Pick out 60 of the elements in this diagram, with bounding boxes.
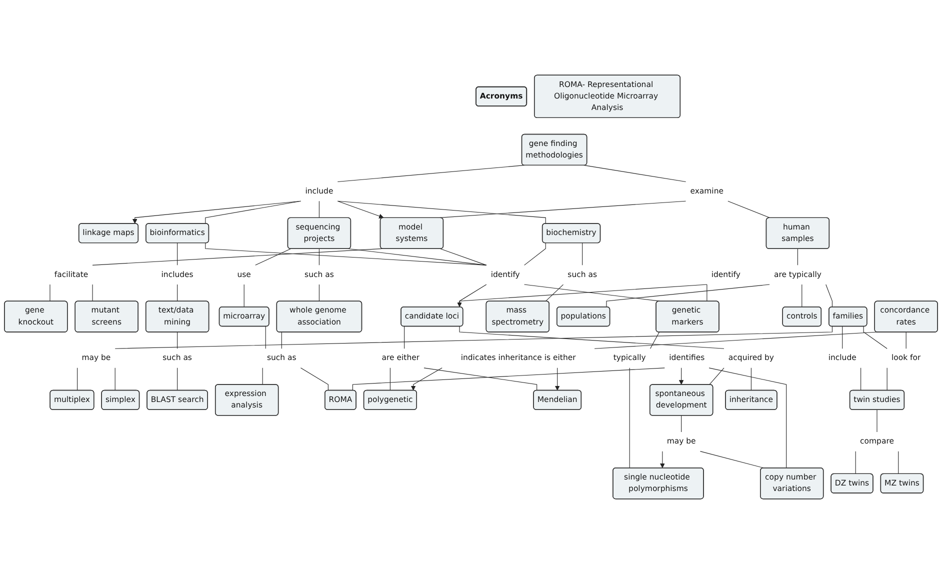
arrow <box>554 368 560 391</box>
connector <box>524 242 546 266</box>
connector <box>440 200 686 218</box>
connector <box>459 326 724 349</box>
connector <box>546 284 564 302</box>
connector <box>855 451 856 474</box>
connector <box>582 242 583 266</box>
connector <box>337 164 526 182</box>
connector <box>337 200 546 224</box>
connector <box>750 368 752 391</box>
connector <box>114 368 116 391</box>
connector <box>177 368 178 391</box>
connector <box>583 164 686 182</box>
connector <box>728 200 770 218</box>
connector <box>114 326 832 349</box>
connector <box>177 242 178 266</box>
connector <box>594 332 878 349</box>
connector <box>606 284 770 308</box>
connector <box>347 248 487 266</box>
connector <box>318 248 320 266</box>
connector <box>826 284 832 308</box>
connector <box>352 368 665 391</box>
connector <box>681 415 682 432</box>
connector <box>898 451 899 474</box>
connector <box>177 284 178 302</box>
connector <box>205 200 302 224</box>
connector <box>77 368 78 391</box>
connector <box>650 332 660 349</box>
arrow <box>660 451 665 468</box>
connector <box>205 242 487 266</box>
connector <box>177 332 178 349</box>
arrow <box>410 368 442 391</box>
arrow <box>337 200 384 218</box>
connector <box>797 248 798 266</box>
connector <box>842 326 843 349</box>
connector <box>92 248 384 266</box>
connector <box>876 409 878 432</box>
connector <box>281 332 282 349</box>
connector <box>700 451 764 468</box>
connector <box>265 326 266 349</box>
connector <box>629 368 630 468</box>
connector <box>300 368 328 391</box>
arrow <box>678 368 684 385</box>
connector <box>262 368 263 385</box>
connector <box>706 284 708 302</box>
arrow <box>132 200 302 224</box>
connector <box>318 200 320 218</box>
connector <box>708 368 787 468</box>
connector <box>92 284 93 302</box>
connector <box>886 368 888 391</box>
connector <box>863 326 888 349</box>
connector <box>440 248 487 266</box>
connector <box>255 248 292 266</box>
connector <box>404 326 405 349</box>
connector <box>709 368 724 385</box>
connector <box>424 368 538 391</box>
connector <box>860 368 862 391</box>
connector <box>318 284 320 302</box>
connector <box>524 284 660 302</box>
arrow <box>457 284 708 308</box>
